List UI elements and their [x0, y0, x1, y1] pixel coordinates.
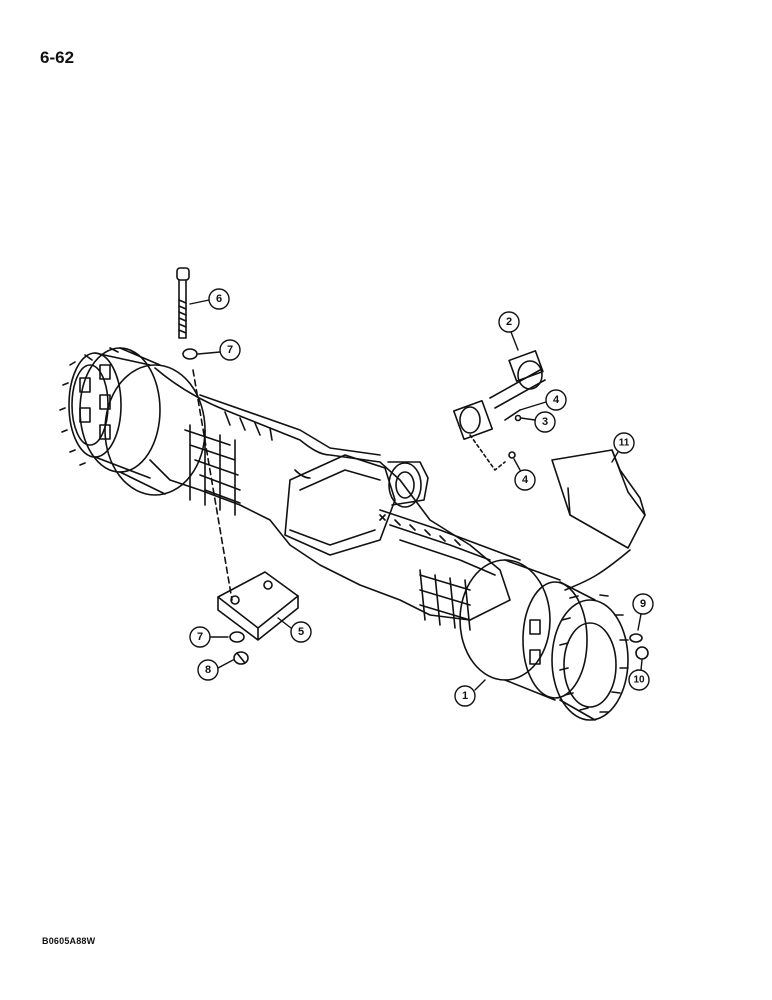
- figure-code: B0605A88W: [42, 936, 96, 946]
- callout-7a-circle: [219, 339, 241, 361]
- callout-9: 9: [640, 598, 646, 610]
- callout-5-circle: [290, 621, 312, 643]
- callout-11: 11: [619, 438, 630, 449]
- callout-7b: 7: [197, 631, 203, 643]
- page-number: 6-62: [40, 48, 75, 67]
- callout-8-circle: [197, 659, 219, 681]
- callout-7a: 7: [227, 344, 233, 356]
- callout-4b-circle: [514, 469, 536, 491]
- callout-10-circle: [628, 669, 650, 691]
- callout-8: 8: [205, 664, 211, 676]
- callout-1-circle: [454, 685, 476, 707]
- callout-6-circle: [208, 288, 230, 310]
- axle-housing: [149, 367, 521, 631]
- callouts: [189, 288, 654, 707]
- callout-4a: 4: [553, 394, 560, 406]
- callout-11-circle: [613, 432, 635, 454]
- callout-labels: 1 2 3 4 4 5 6 7 7 8 9 10 11: [197, 293, 646, 702]
- callout-6: 6: [216, 293, 222, 305]
- callout-1: 1: [462, 690, 468, 702]
- mounting-hardware: [176, 267, 649, 665]
- callout-3: 3: [542, 416, 548, 428]
- callout-2: 2: [506, 316, 512, 328]
- callout-9-circle: [632, 593, 654, 615]
- callout-4a-circle: [545, 389, 567, 411]
- callout-4b: 4: [522, 474, 529, 486]
- callout-10: 10: [633, 675, 645, 686]
- callout-2-circle: [498, 311, 520, 333]
- callout-5: 5: [298, 626, 304, 638]
- callout-3-circle: [534, 411, 556, 433]
- drive-shaft: [452, 350, 546, 471]
- right-wheel-end: [459, 559, 629, 721]
- shield: [551, 449, 646, 591]
- left-wheel-end: [59, 347, 206, 496]
